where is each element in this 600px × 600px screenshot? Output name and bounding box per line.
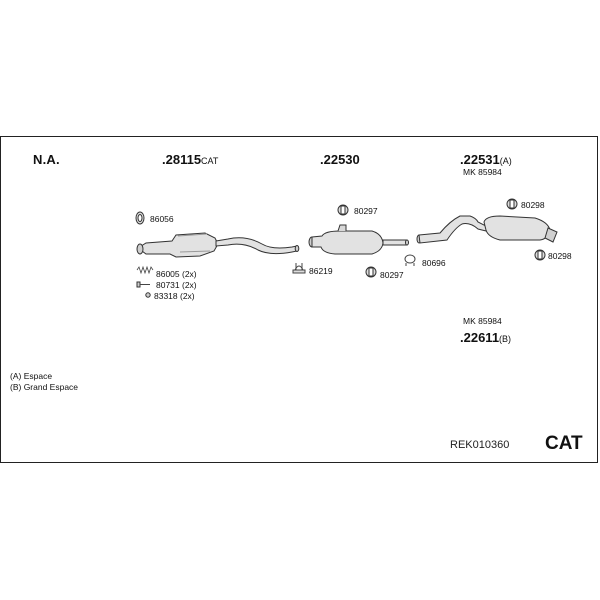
part-rubber-mid-bottom: 80297 [380, 270, 404, 280]
mounting-kit-a: MK 85984 [463, 167, 502, 177]
mounting-kit-b: MK 85984 [463, 316, 502, 326]
middle-number-text: .22530 [320, 152, 360, 167]
legend-a: (A) Espace [10, 371, 53, 381]
part-bolt: 80731 (2x) [156, 280, 197, 290]
rear-number-b-text: .22611 [460, 330, 500, 345]
rubber-mount-icon [506, 198, 518, 210]
legend-b: (B) Grand Espace [10, 382, 79, 392]
reference-number: REK010360 [450, 439, 510, 451]
rear-suffix-a-text: (A) [499, 156, 512, 166]
part-clamp-86219: 86219 [309, 266, 333, 276]
rear-part-number-a: .22531(A) [460, 152, 512, 167]
catalyst-part-number: .28115CAT [162, 152, 218, 167]
clamp-icon [404, 254, 416, 266]
nut-icon [145, 292, 151, 298]
part-rubber-mid-top: 80297 [354, 206, 378, 216]
middle-part-number: .22530 [320, 152, 360, 167]
rubber-mount-icon [534, 249, 546, 261]
diagram-frame [0, 136, 598, 463]
catalyst-suffix-text: CAT [201, 156, 219, 166]
cat-label: CAT [545, 433, 583, 454]
part-rubber-rear-bottom: 80298 [548, 251, 572, 261]
gasket-icon [135, 211, 145, 225]
rear-silencer-icon [416, 215, 558, 244]
rubber-mount-icon [337, 204, 349, 216]
rear-suffix-b-text: (B) [499, 334, 512, 344]
part-gasket: 86056 [150, 214, 174, 224]
catalyst-number-text: .28115 [162, 152, 202, 167]
spring-icon [136, 265, 154, 275]
engine-type-label: N.A. [33, 152, 60, 167]
catalytic-converter-icon [136, 232, 300, 258]
bolt-icon [136, 281, 150, 288]
rear-part-number-b: .22611(B) [460, 330, 511, 345]
part-rubber-rear-top: 80298 [521, 200, 545, 210]
part-spring: 86005 (2x) [156, 269, 197, 279]
part-clamp-80696: 80696 [422, 258, 446, 268]
rear-number-a-text: .22531 [460, 152, 500, 167]
clamp-icon [292, 263, 306, 274]
rubber-mount-icon [365, 266, 377, 278]
middle-muffler-icon [308, 224, 409, 255]
part-nut: 83318 (2x) [154, 291, 195, 301]
